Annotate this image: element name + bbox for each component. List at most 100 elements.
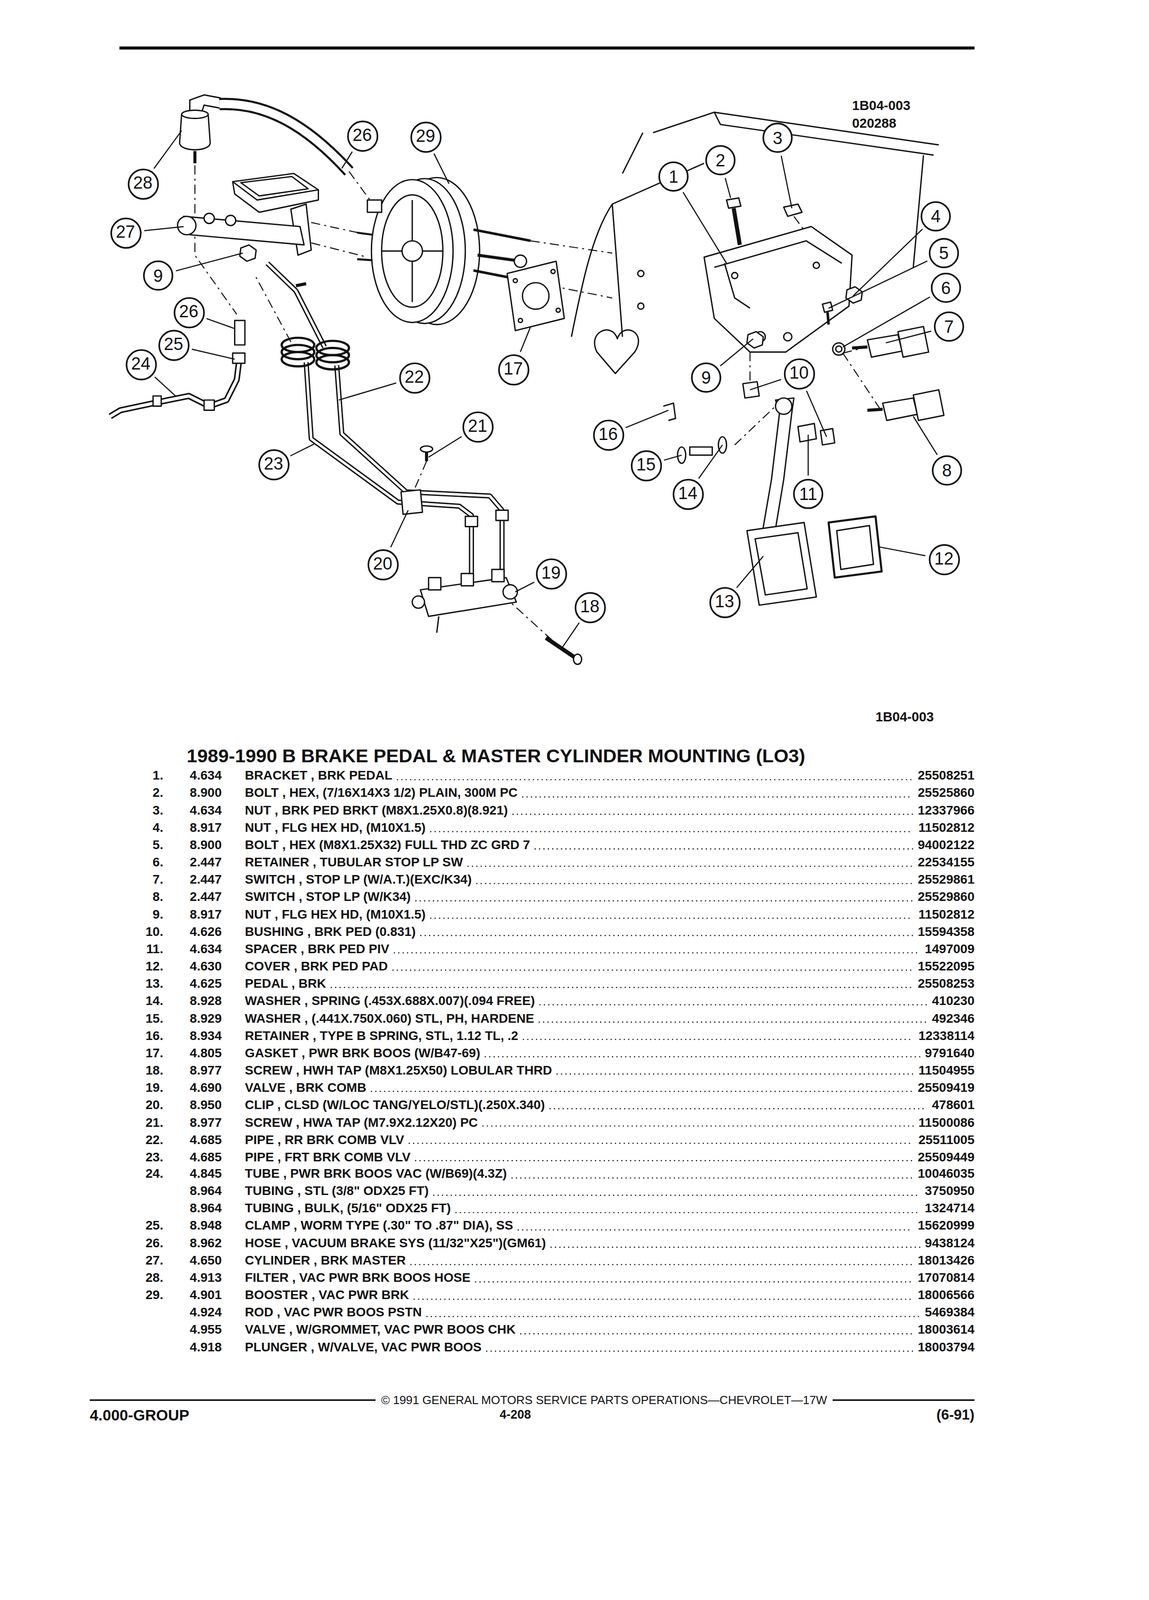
callout-ring bbox=[706, 145, 735, 175]
table-cell: 27. bbox=[145, 1252, 164, 1269]
fasteners bbox=[726, 198, 741, 209]
table-cell: 9. bbox=[152, 906, 164, 923]
callout-number: 9 bbox=[153, 266, 163, 285]
fasteners bbox=[835, 345, 842, 352]
callout-ring bbox=[794, 479, 823, 509]
dot-leader bbox=[415, 900, 913, 902]
callout-ring bbox=[462, 411, 493, 442]
dot-leader bbox=[430, 830, 914, 833]
callout-number: 15 bbox=[636, 456, 656, 475]
callout-number: 27 bbox=[115, 224, 135, 242]
booster-gasket bbox=[507, 261, 565, 331]
leader-line bbox=[725, 177, 731, 198]
callout-number: 13 bbox=[714, 593, 735, 611]
fasteners bbox=[733, 208, 740, 245]
brake-pipes bbox=[267, 263, 325, 347]
vacuum-filter bbox=[179, 114, 210, 150]
master-cylinder bbox=[225, 215, 236, 226]
stop-switch bbox=[913, 389, 944, 421]
callout-circle: 9 bbox=[690, 362, 722, 393]
stop-switch bbox=[852, 326, 945, 421]
leader-line bbox=[154, 130, 182, 169]
table-cell: 25509419 bbox=[917, 1079, 975, 1096]
table-cell: RETAINER , TUBULAR STOP LP SW bbox=[244, 854, 464, 871]
table-cell: 18003614 bbox=[917, 1321, 975, 1339]
combination-valve bbox=[491, 569, 505, 582]
table-cell: CYLINDER , BRK MASTER bbox=[244, 1252, 406, 1269]
callout-circle: 1 bbox=[658, 161, 689, 192]
table-cell: 9791640 bbox=[924, 1044, 975, 1061]
callout-number: 1 bbox=[668, 167, 679, 185]
table-cell: 8.929 bbox=[189, 1009, 222, 1027]
pedal-bracket bbox=[783, 332, 792, 341]
table-cell: SPACER , BRK PED PIV bbox=[244, 940, 390, 958]
callout-ring bbox=[574, 592, 605, 622]
table-cell: 24. bbox=[145, 1165, 164, 1183]
callout-circle: 21 bbox=[461, 410, 494, 443]
table-cell: 11502812 bbox=[918, 819, 975, 836]
leader-line bbox=[749, 379, 781, 390]
table-cell: NUT , BRK PED BRKT (M8X1.25X0.8)(8.921) bbox=[244, 802, 509, 819]
dot-leader bbox=[534, 848, 913, 850]
booster-gasket bbox=[556, 308, 561, 313]
callout-ring bbox=[709, 587, 740, 617]
leader-line bbox=[290, 444, 315, 456]
table-cell: 26. bbox=[145, 1234, 164, 1252]
callout-number: 26 bbox=[179, 303, 199, 321]
table-cell: BRACKET , BRK PEDAL bbox=[244, 767, 393, 785]
vacuum-booster bbox=[381, 250, 403, 252]
callout-number: 23 bbox=[263, 455, 283, 473]
callout-circle: 12 bbox=[928, 543, 960, 575]
brake-pedal bbox=[754, 532, 808, 595]
dot-leader bbox=[485, 1056, 920, 1058]
table-cell: 11500086 bbox=[918, 1114, 975, 1131]
brake-pipes bbox=[267, 263, 325, 347]
dot-leader bbox=[415, 1159, 913, 1162]
table-cell: 4.955 bbox=[189, 1321, 222, 1339]
leader-line bbox=[341, 151, 353, 169]
leader-line bbox=[807, 434, 809, 476]
combination-valve bbox=[428, 577, 441, 590]
table-cell: 8.917 bbox=[189, 906, 222, 923]
stop-switch bbox=[867, 334, 902, 357]
table-cell: 4.690 bbox=[189, 1079, 222, 1096]
leader-lines bbox=[144, 130, 938, 650]
dot-leader bbox=[483, 1125, 914, 1127]
callout-ring bbox=[125, 349, 156, 380]
vacuum-booster bbox=[371, 179, 454, 323]
leader-line bbox=[828, 260, 928, 309]
callout-number: 9 bbox=[701, 369, 711, 387]
vacuum-filter bbox=[179, 94, 221, 164]
table-cell: 17070814 bbox=[917, 1269, 975, 1287]
table-cell: 4.634 bbox=[189, 802, 222, 819]
dot-leader bbox=[523, 1038, 914, 1040]
table-cell: 3. bbox=[152, 802, 164, 819]
callout-ring bbox=[536, 558, 566, 589]
table-cell: 25508253 bbox=[917, 975, 975, 992]
dash-panel bbox=[571, 163, 705, 337]
brake-pedal bbox=[689, 446, 713, 455]
leader-line bbox=[191, 349, 235, 360]
callout-circle: 13 bbox=[708, 586, 740, 618]
dot-leader bbox=[520, 1333, 913, 1335]
brake-pedal bbox=[798, 423, 817, 442]
table-cell: SCREW , HWA TAP (M7.9X2.12X20) PC bbox=[244, 1114, 479, 1131]
leader-line bbox=[515, 582, 535, 592]
page-title: 1989-1990 B BRAKE PEDAL & MASTER CYLINDE… bbox=[186, 743, 806, 768]
dot-leader bbox=[518, 1229, 913, 1231]
pedal-bracket bbox=[813, 262, 820, 269]
table-cell: 8.900 bbox=[189, 784, 222, 802]
vacuum-tube bbox=[232, 353, 245, 364]
table-cell: HOSE , VACUUM BRAKE SYS (11/32"X25")(GM6… bbox=[244, 1234, 546, 1252]
callout-ring bbox=[929, 544, 959, 575]
dot-leader bbox=[475, 1281, 913, 1283]
dash-panel bbox=[622, 132, 644, 174]
callout-circle: 4 bbox=[920, 200, 951, 232]
brake-pedal bbox=[761, 398, 795, 541]
assembly-lines bbox=[842, 353, 880, 409]
table-cell: CLIP , CLSD (W/LOC TANG/YELO/STL)(.250X.… bbox=[244, 1096, 545, 1114]
assembly-lines bbox=[734, 406, 776, 445]
callout-ring bbox=[498, 354, 529, 385]
table-cell: 8.977 bbox=[189, 1114, 222, 1131]
